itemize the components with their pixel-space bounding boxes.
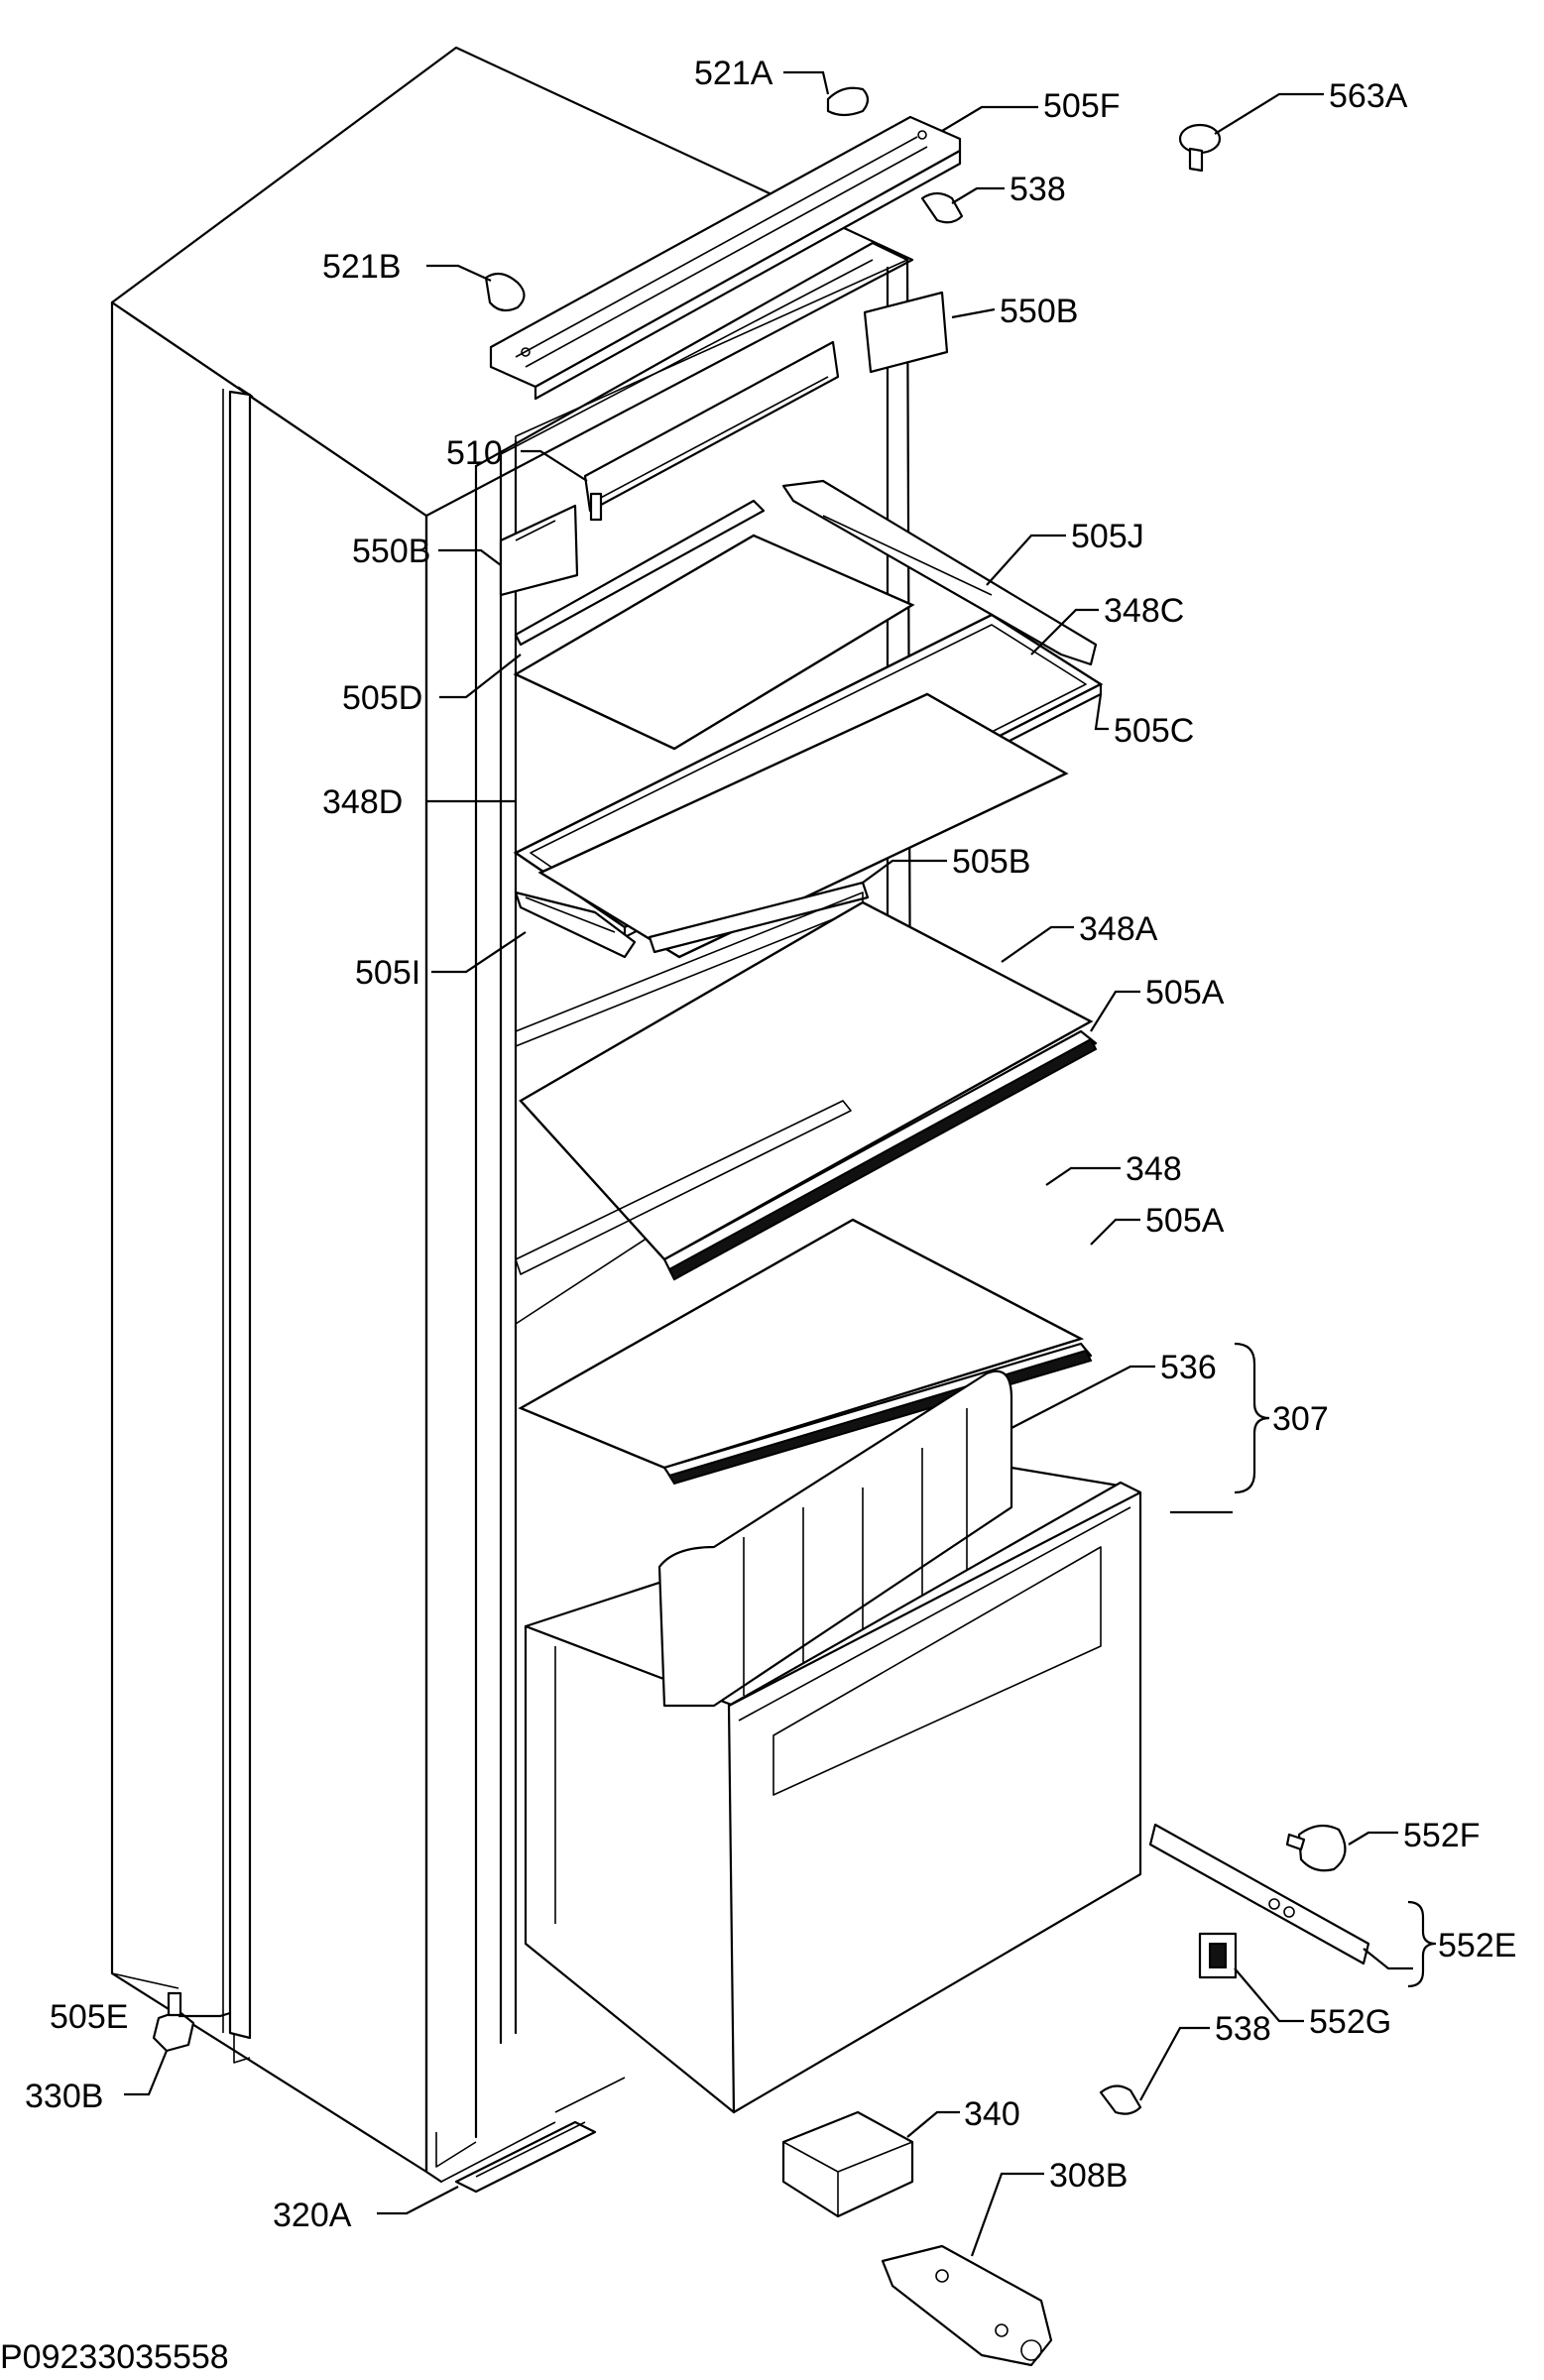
label-340: 340 xyxy=(964,2095,1020,2133)
label-505f: 505F xyxy=(1043,87,1121,125)
label-552f: 552F xyxy=(1403,1817,1481,1854)
shelf-348a xyxy=(515,892,1098,1281)
drawer-307 xyxy=(524,1369,1142,2114)
label-505a-2: 505A xyxy=(1145,1202,1225,1240)
label-348a: 348A xyxy=(1079,910,1158,948)
label-552e: 552E xyxy=(1438,1927,1516,1964)
label-505b: 505B xyxy=(952,843,1030,881)
label-538-bottom: 538 xyxy=(1215,2010,1271,2048)
label-536: 536 xyxy=(1160,1349,1217,1386)
label-348: 348 xyxy=(1126,1150,1182,1188)
label-505c: 505C xyxy=(1114,712,1194,750)
top-rail-505f xyxy=(484,86,1222,401)
label-348c: 348C xyxy=(1104,592,1184,630)
label-505j: 505J xyxy=(1071,518,1144,555)
upper-shelf-assembly xyxy=(513,479,1104,959)
drawing-code: P09233035558 xyxy=(0,2338,229,2376)
label-320a: 320A xyxy=(273,2197,352,2234)
leader-lines xyxy=(124,70,1437,2257)
lamp-housing-510 xyxy=(499,291,949,597)
label-505e: 505E xyxy=(50,1998,128,2036)
label-505a-1: 505A xyxy=(1145,974,1225,1012)
label-521b: 521B xyxy=(322,248,401,286)
label-538-top: 538 xyxy=(1010,171,1066,208)
label-330b: 330B xyxy=(25,2078,103,2115)
part-labels: 521A 505F 563A 538 521B 550B 510 550B 50… xyxy=(0,55,1516,2376)
label-550b-left: 550B xyxy=(352,533,430,570)
label-563a: 563A xyxy=(1329,77,1408,115)
label-505i: 505I xyxy=(355,954,420,992)
door-parts-lower-right xyxy=(152,1823,1370,2367)
label-308b: 308B xyxy=(1049,2157,1128,2195)
label-307: 307 xyxy=(1272,1400,1329,1438)
cabinet-body xyxy=(110,46,914,2184)
label-521a: 521A xyxy=(694,55,773,92)
label-510: 510 xyxy=(446,434,503,472)
label-552g: 552G xyxy=(1309,2003,1391,2041)
label-348d: 348D xyxy=(322,783,403,821)
label-505d: 505D xyxy=(342,679,422,717)
label-550b-top: 550B xyxy=(1000,293,1078,330)
